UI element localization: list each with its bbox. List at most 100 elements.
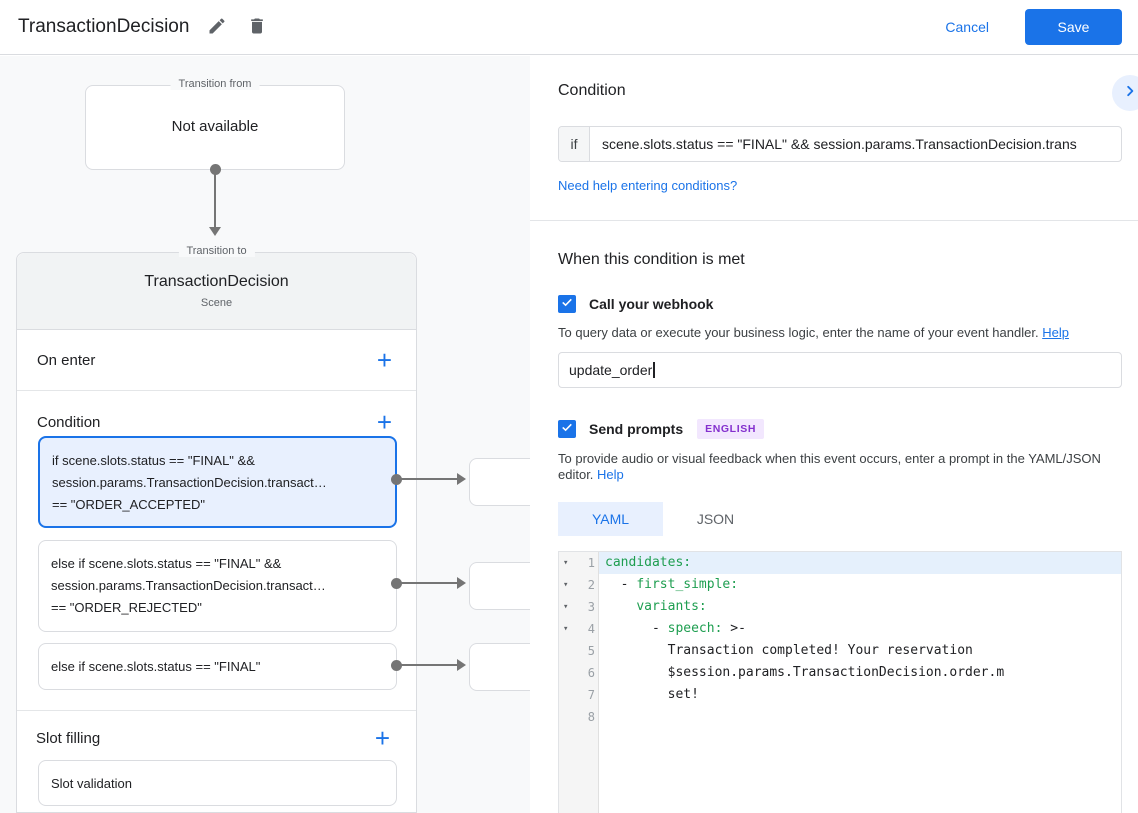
chevron-right-icon — [1119, 80, 1138, 107]
transition-from-value: Not available — [171, 118, 259, 135]
prompts-help-link[interactable]: Help — [597, 467, 624, 482]
code-line[interactable]: ▾ 4 - speech: >- — [559, 618, 1121, 640]
language-badge: ENGLISH — [697, 419, 764, 439]
code-key: variants: — [636, 599, 707, 614]
condition-expression-input[interactable]: scene.slots.status == "FINAL" && session… — [602, 136, 1077, 152]
code-content[interactable]: - first_simple: — [599, 574, 1121, 596]
scene-header[interactable]: TransactionDecision Scene — [17, 253, 416, 330]
add-on-enter-button[interactable]: + — [376, 345, 392, 375]
code-content[interactable]: candidates: — [599, 552, 1121, 574]
code-line[interactable]: 7 set! — [559, 684, 1121, 706]
condition-card-2[interactable]: else if scene.slots.status == "FINAL" &&… — [38, 540, 397, 632]
transition-from-legend: Transition from — [170, 78, 260, 90]
code-line[interactable]: ▾ 2 - first_simple: — [559, 574, 1121, 596]
section-divider — [17, 710, 416, 711]
fold-arrow-icon[interactable]: ▾ — [563, 602, 569, 612]
if-prefix: if — [559, 127, 590, 161]
slot-filling-section-header: Slot filling + — [36, 723, 395, 753]
slot-filling-label: Slot filling — [36, 729, 101, 747]
line-number: 7 — [587, 688, 595, 702]
line-number: 5 — [587, 644, 595, 658]
code-line[interactable]: 8 — [559, 706, 1121, 728]
add-condition-button[interactable]: + — [376, 407, 392, 437]
check-icon — [560, 420, 574, 439]
fold-arrow-icon[interactable]: ▾ — [563, 558, 569, 568]
tab-yaml[interactable]: YAML — [558, 502, 663, 536]
line-number: 6 — [587, 666, 595, 680]
line-number: 4 — [587, 622, 595, 636]
webhook-description: To query data or execute your business l… — [558, 325, 1039, 340]
slot-validation-label: Slot validation — [51, 775, 132, 791]
code-line[interactable]: 5 Transaction completed! Your reservatio… — [559, 640, 1121, 662]
code-line[interactable]: 6 $session.params.TransactionDecision.or… — [559, 662, 1121, 684]
edit-title-button[interactable] — [199, 9, 235, 45]
tab-json[interactable]: JSON — [696, 511, 735, 527]
code-content[interactable] — [599, 706, 1121, 728]
condition-detail-panel: Condition if scene.slots.status == "FINA… — [530, 56, 1138, 813]
conditions-help-link[interactable]: Need help entering conditions? — [558, 178, 738, 193]
line-number: 2 — [587, 578, 595, 592]
fold-arrow-icon[interactable]: ▾ — [563, 624, 569, 634]
code-text: set! — [605, 687, 699, 702]
webhook-checkbox[interactable] — [558, 295, 576, 313]
panel-divider — [530, 220, 1138, 221]
connector-dot[interactable] — [391, 578, 402, 589]
collapse-panel-button[interactable] — [1112, 75, 1138, 111]
connector-dot[interactable] — [391, 660, 402, 671]
trash-icon — [247, 16, 267, 39]
condition-text: if scene.slots.status == "FINAL" && — [52, 453, 255, 468]
condition-card-3[interactable]: else if scene.slots.status == "FINAL" — [38, 643, 397, 690]
event-handler-input[interactable]: update_order — [558, 352, 1122, 388]
yaml-editor[interactable]: ▾ 1 candidates: ▾ 2 - first_simple: ▾ 3 var… — [558, 551, 1122, 813]
code-content[interactable]: Transaction completed! Your reservation — [599, 640, 1121, 662]
save-button[interactable]: Save — [1025, 9, 1122, 45]
condition-met-title: When this condition is met — [558, 251, 745, 268]
page-title: TransactionDecision — [18, 16, 190, 37]
transition-target-box[interactable] — [469, 643, 530, 691]
transition-from-box[interactable]: Transition from Not available — [85, 78, 345, 170]
transition-to-card: Transition to TransactionDecision Scene … — [16, 245, 417, 813]
code-text: >- — [722, 621, 746, 636]
prompts-description: To provide audio or visual feedback when… — [558, 451, 1101, 482]
pencil-icon — [207, 16, 227, 39]
condition-text: else if scene.slots.status == "FINAL" && — [51, 556, 282, 571]
webhook-label: Call your webhook — [589, 296, 714, 312]
line-number: 3 — [587, 600, 595, 614]
code-content[interactable]: set! — [599, 684, 1121, 706]
transition-target-box[interactable] — [469, 562, 530, 610]
condition-text: session.params.TransactionDecision.trans… — [52, 475, 327, 490]
code-key: first_simple: — [636, 577, 739, 592]
on-enter-section: On enter + — [17, 330, 416, 391]
code-text: Transaction completed! Your reservation — [605, 643, 973, 658]
code-content[interactable]: - speech: >- — [599, 618, 1121, 640]
on-enter-label: On enter — [37, 351, 96, 369]
condition-text: else if scene.slots.status == "FINAL" — [51, 659, 261, 674]
line-number: 1 — [587, 556, 595, 570]
condition-card-1[interactable]: if scene.slots.status == "FINAL" && sess… — [38, 436, 397, 528]
condition-text: == "ORDER_ACCEPTED" — [52, 497, 205, 512]
condition-text: == "ORDER_REJECTED" — [51, 600, 202, 615]
transition-target-box[interactable] — [469, 458, 530, 506]
cancel-button[interactable]: Cancel — [945, 19, 989, 35]
send-prompts-label: Send prompts — [589, 421, 684, 437]
slot-validation-card[interactable]: Slot validation — [38, 760, 397, 806]
scene-subtitle: Scene — [200, 297, 233, 309]
code-line[interactable]: ▾ 1 candidates: — [559, 552, 1121, 574]
code-text: - — [605, 577, 637, 592]
arrow-down-icon — [209, 227, 221, 236]
code-line[interactable]: ▾ 3 variants: — [559, 596, 1121, 618]
line-number: 8 — [587, 710, 595, 724]
connector-line — [401, 478, 458, 480]
webhook-help-link[interactable]: Help — [1042, 325, 1069, 340]
connector-dot[interactable] — [391, 474, 402, 485]
editor-tabs: YAML JSON — [558, 502, 1122, 536]
send-prompts-checkbox[interactable] — [558, 420, 576, 438]
add-slot-button[interactable]: + — [374, 723, 390, 753]
code-content[interactable]: $session.params.TransactionDecision.orde… — [599, 662, 1121, 684]
delete-scene-button[interactable] — [239, 9, 275, 45]
connector-line — [401, 664, 458, 666]
scene-name: TransactionDecision — [144, 273, 289, 290]
transition-to-legend: Transition to — [178, 245, 255, 257]
code-content[interactable]: variants: — [599, 596, 1121, 618]
fold-arrow-icon[interactable]: ▾ — [563, 580, 569, 590]
